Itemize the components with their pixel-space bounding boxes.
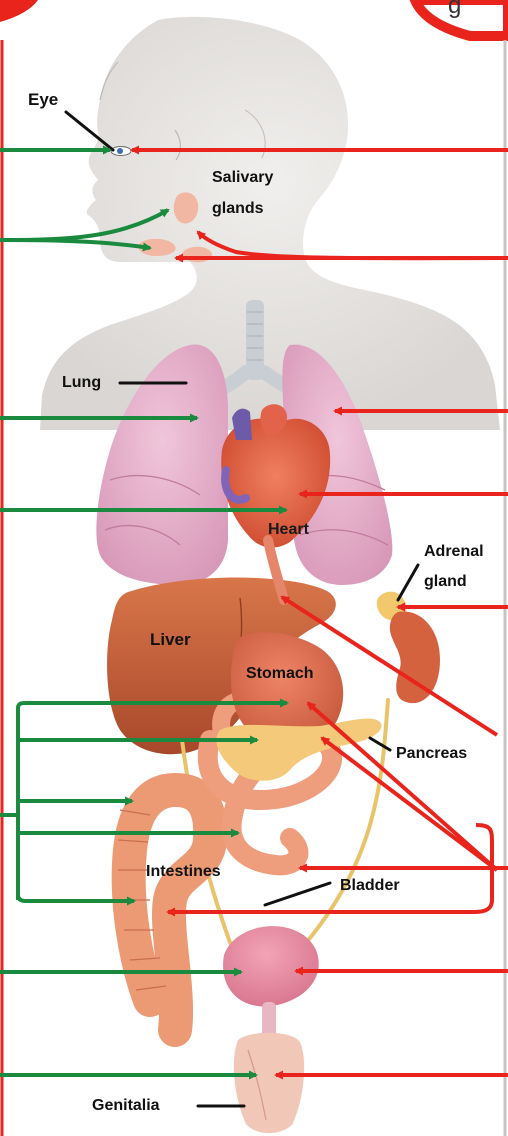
label-pancreas: Pancreas xyxy=(396,744,467,763)
label-liver: Liver xyxy=(150,630,191,650)
corner-bubble-right xyxy=(415,0,508,36)
label-eye: Eye xyxy=(28,90,58,110)
corner-bubble-left xyxy=(0,0,38,22)
label-intestines: Intestines xyxy=(146,862,221,881)
pancreas-organ xyxy=(216,719,381,781)
label-salivary-glands-line1: Salivary xyxy=(212,168,273,187)
corner-text-fragment: g xyxy=(448,0,461,20)
label-genitalia: Genitalia xyxy=(92,1096,160,1115)
label-stomach: Stomach xyxy=(246,664,314,683)
label-bladder: Bladder xyxy=(340,876,400,895)
bladder-organ xyxy=(223,926,319,1040)
label-salivary-glands-line2: glands xyxy=(212,199,264,218)
label-lung: Lung xyxy=(62,373,101,392)
genitalia-organ xyxy=(234,1033,304,1133)
label-adrenal-gland-line1: Adrenal xyxy=(424,542,484,561)
label-heart: Heart xyxy=(268,520,309,539)
label-adrenal-gland-line2: gland xyxy=(424,572,467,591)
